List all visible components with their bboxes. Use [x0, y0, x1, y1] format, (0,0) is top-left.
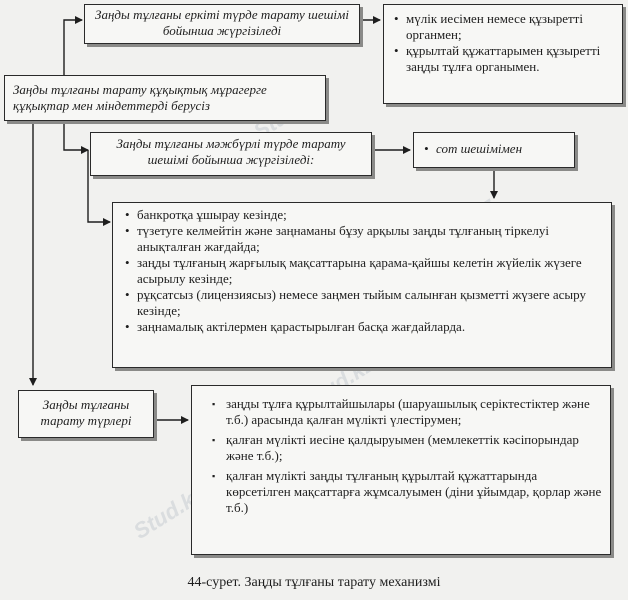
list-item: қалған мүлікті заңды тұлғаның құрылтай қ… — [200, 468, 602, 516]
liquidation-without-succession-box: Заңды тұлғаны тарату құқықтық мұрагерге … — [4, 75, 326, 121]
forced-liquidation-label: Заңды тұлғаны мәжбүрлі түрде тарату шеші… — [116, 136, 346, 167]
list-item: рұқсатсыз (лицензиясыз) немесе заңмен ты… — [121, 287, 603, 319]
list-item: банкротқа ұшырау кезінде; — [121, 207, 603, 223]
list-item: түзетуге келмейтін және заңнаманы бұзу а… — [121, 223, 603, 255]
court-decision-label: сот шешімімен — [420, 141, 568, 157]
list-item: қалған мүлікті иесіне қалдыруымен (мемле… — [200, 432, 602, 464]
figure-caption: 44-сурет. Заңды тұлғаны тарату механизмі — [187, 575, 441, 590]
property-distribution-box: заңды тұлға құрылтайшылары (шаруашылық с… — [191, 385, 611, 555]
list-item: заңнамалық актілермен қарастырылған басқ… — [121, 319, 603, 335]
voluntary-liquidation-box: Заңды тұлғаны еркіті түрде тарату шешімі… — [84, 4, 360, 44]
liquidation-types-box: Заңды тұлғаны тарату түрлері — [18, 390, 154, 438]
forced-liquidation-cases-box: банкротқа ұшырау кезінде; түзетуге келме… — [112, 202, 612, 368]
liquidation-without-succession-label: Заңды тұлғаны тарату құқықтық мұрагерге … — [13, 82, 267, 113]
list-item: құрылтай құжаттарымен құзыретті заңды тұ… — [390, 43, 616, 75]
list-item: заңды тұлғаның жарғылық мақсаттарына қар… — [121, 255, 603, 287]
court-decision-box: сот шешімімен — [413, 132, 575, 168]
voluntary-decision-makers-box: мүлік иесімен немесе құзыретті органмен;… — [383, 4, 623, 104]
list-item: мүлік иесімен немесе құзыретті органмен; — [390, 11, 616, 43]
list-item: заңды тұлға құрылтайшылары (шаруашылық с… — [200, 396, 602, 428]
voluntary-liquidation-label: Заңды тұлғаны еркіті түрде тарату шешімі… — [95, 7, 349, 38]
forced-liquidation-box: Заңды тұлғаны мәжбүрлі түрде тарату шеші… — [90, 132, 372, 176]
liquidation-types-label: Заңды тұлғаны тарату түрлері — [40, 397, 132, 428]
